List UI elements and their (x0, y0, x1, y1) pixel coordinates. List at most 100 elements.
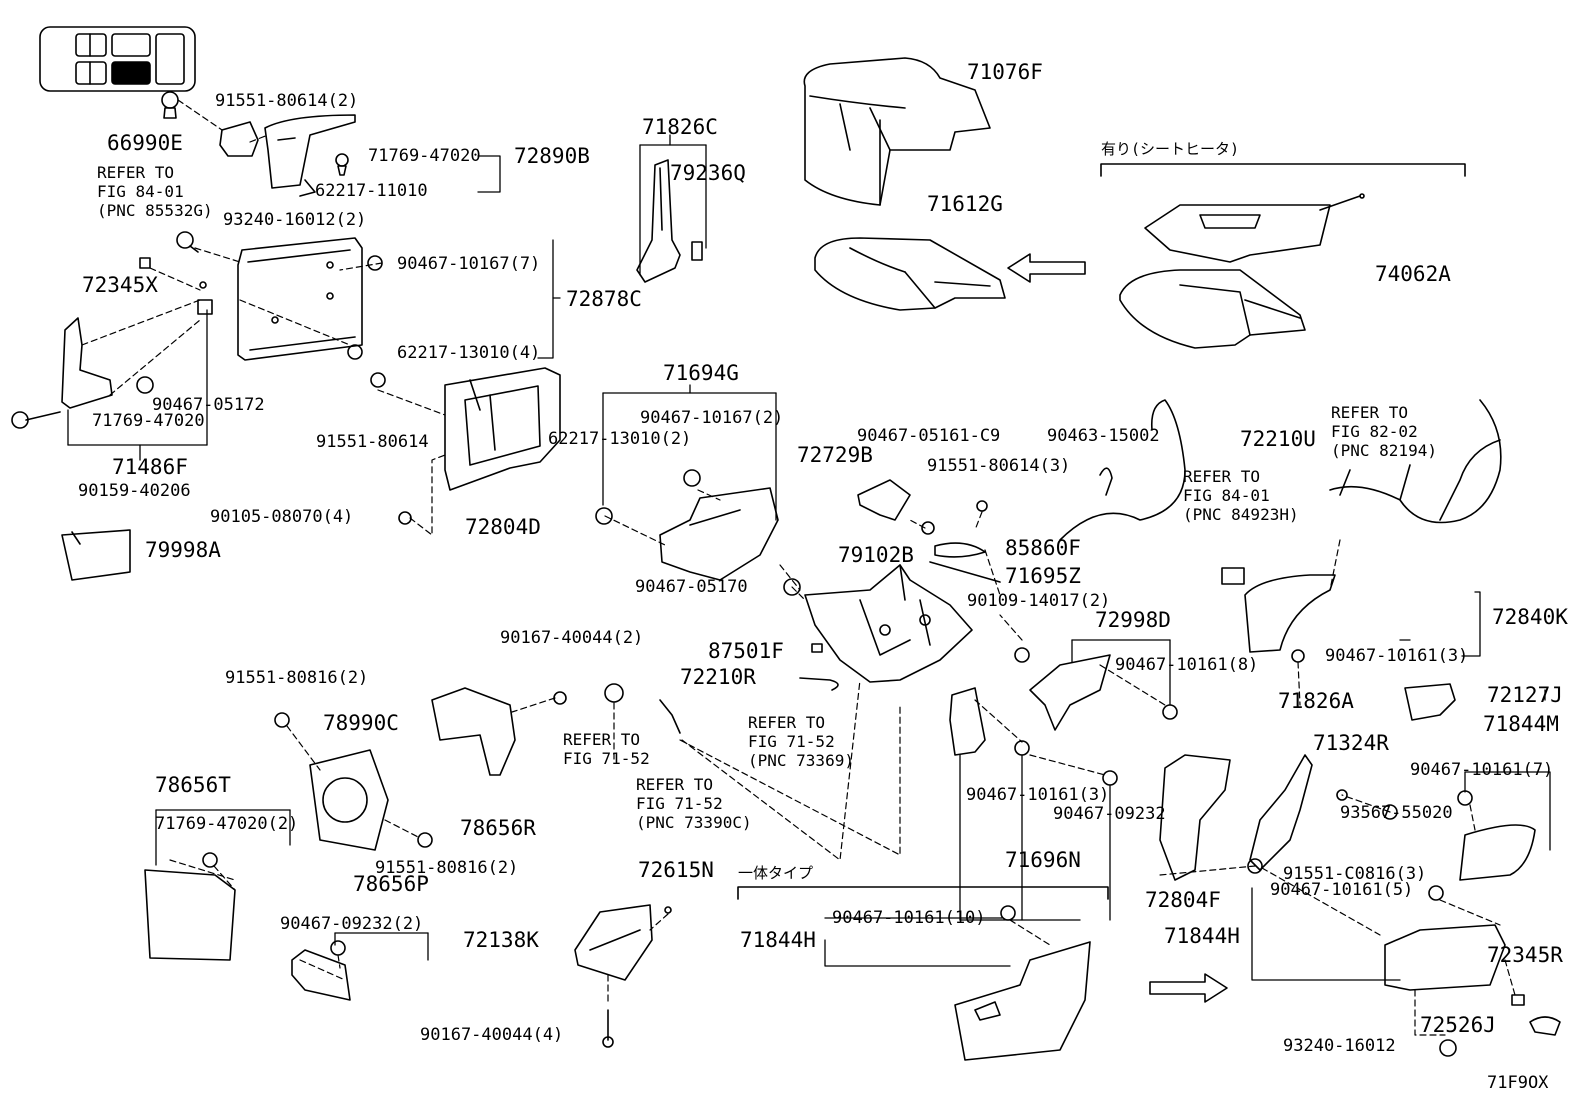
fastener-label: 71769-47020 (368, 146, 481, 166)
fastener-label: 91551-80816(2) (375, 858, 519, 878)
part-label: 71696N (1005, 848, 1081, 872)
part-label: 71844H (740, 928, 816, 952)
seat-cushion-cover-part (803, 57, 991, 206)
fastener-label: 90467-10161(8) (1115, 655, 1259, 675)
cap-part (921, 521, 935, 535)
part-label: 87501F (708, 639, 784, 663)
garnish-part (1404, 683, 1456, 721)
fastener-label: 90467-05170 (635, 577, 748, 597)
vehicle-locator-icon (39, 26, 196, 92)
part-label: 85860F (1005, 536, 1081, 560)
console-pad-part (61, 529, 131, 581)
fastener-label: 90463-15002 (1047, 426, 1160, 446)
fastener-label: 90467-09232 (1053, 804, 1166, 824)
console-base-part (574, 904, 653, 981)
part-label: 71694G (663, 361, 739, 385)
console-box-right-part (1384, 924, 1506, 991)
seat-heater-note: 有り(シートヒータ) (1101, 140, 1240, 158)
part-label: 72804F (1145, 888, 1221, 912)
part-label: 72840K (1492, 605, 1568, 629)
wire-harness-part (1329, 399, 1502, 524)
part-label: 72345X (82, 273, 158, 297)
arrow-right-icon (1149, 973, 1228, 1003)
fastener-label: 90467-10161(10) (832, 908, 986, 928)
lock-bracket-part (857, 479, 911, 521)
refer-to-note: REFER TO FIG 84-01 (PNC 85532G) (97, 163, 213, 220)
part-label: 79102B (838, 543, 914, 567)
part-label: 71826C (642, 115, 718, 139)
fastener-label: 90467-05161-C9 (857, 426, 1001, 446)
fastener-label: 91551-80614 (316, 432, 429, 452)
duct-tray-part (291, 949, 351, 1001)
fastener-label: 93240-16012(2) (223, 210, 367, 230)
part-label: 72138K (463, 928, 539, 952)
console-side-panel-part (139, 231, 383, 361)
part-label: 74062A (1375, 262, 1451, 286)
fastener-label: 62217-13010(4) (397, 343, 541, 363)
part-label: 71826A (1278, 689, 1354, 713)
part-label: 71844H (1164, 924, 1240, 948)
part-label: 66990E (107, 131, 183, 155)
console-lid-upper-part (161, 91, 356, 197)
fastener-label: 62217-11010 (315, 181, 428, 201)
console-box-lower-part (1459, 824, 1536, 881)
arrow-left-icon (1007, 253, 1086, 283)
fastener-label: 90167-40044(2) (500, 628, 644, 648)
part-label: 71695Z (1005, 564, 1081, 588)
fastener-label: 91551-80816(2) (225, 668, 369, 688)
integrated-type-note: 一体タイプ (738, 864, 814, 882)
connector-part (1221, 567, 1245, 585)
fastener-label: 91551-80614(3) (927, 456, 1071, 476)
heater-bracket-line (1100, 163, 1466, 177)
console-front-bracket-part (595, 469, 801, 596)
duct-box-part (144, 869, 236, 961)
part-label: 71612G (927, 192, 1003, 216)
fastener-label: 90467-10161(3) (1325, 646, 1469, 666)
part-label: 78990C (323, 711, 399, 735)
console-trim-right-part (1249, 754, 1313, 871)
fastener-label: 62217-13010(2) (548, 429, 692, 449)
part-label: 72615N (638, 858, 714, 882)
part-label: 78656P (353, 872, 429, 896)
console-side-trim-part (636, 159, 703, 283)
part-label: 72345R (1487, 943, 1563, 967)
seat-frame-part (804, 564, 973, 683)
fastener-label: 93240-16012 (1283, 1036, 1396, 1056)
rod-part (929, 561, 1001, 583)
refer-to-note: REFER TO FIG 71-52 (563, 730, 650, 768)
integrated-bracket-line (737, 886, 1109, 900)
part-label: 79998A (145, 538, 221, 562)
fastener-label: 90467-10161(3) (966, 785, 1110, 805)
fastener-label: 90467-09232(2) (280, 914, 424, 934)
part-label: 72210R (680, 665, 756, 689)
part-label: 72210U (1240, 427, 1316, 451)
fastener-label: 90105-08070(4) (210, 507, 354, 527)
fastener-label: 91551-80614(2) (215, 91, 359, 111)
console-side-bracket-right-part (1159, 754, 1231, 881)
part-label: 71486F (112, 455, 188, 479)
part-label: 72804D (465, 515, 541, 539)
part-label: 71844M (1483, 712, 1559, 736)
fastener-label: 90167-40044(4) (420, 1025, 564, 1045)
console-side-bracket-part (370, 367, 561, 525)
part-label: 72526J (1420, 1013, 1496, 1037)
part-label: 78656R (460, 816, 536, 840)
fastener-label: 90467-10167(2) (640, 408, 784, 428)
console-rear-trim-part (11, 317, 154, 429)
fastener-label: 90467-10167(7) (397, 254, 541, 274)
part-label: 71324R (1313, 731, 1389, 755)
fastener-label: 71769-47020(2) (155, 814, 299, 834)
fastener-label: 90159-40206 (78, 481, 191, 501)
console-lower-bracket-part (949, 687, 986, 756)
console-cover-part (1029, 654, 1111, 731)
part-label: 72998D (1095, 608, 1171, 632)
part-label: 72127J (1487, 683, 1563, 707)
part-label: 78656T (155, 773, 231, 797)
part-label: 79236Q (670, 161, 746, 185)
fastener-label: 90109-14017(2) (967, 591, 1111, 611)
refer-to-note: REFER TO FIG 82-02 (PNC 82194) (1331, 403, 1437, 460)
refer-to-note: REFER TO FIG 84-01 (PNC 84923H) (1183, 467, 1299, 524)
refer-to-note: REFER TO FIG 71-52 (PNC 73369) (748, 713, 854, 770)
